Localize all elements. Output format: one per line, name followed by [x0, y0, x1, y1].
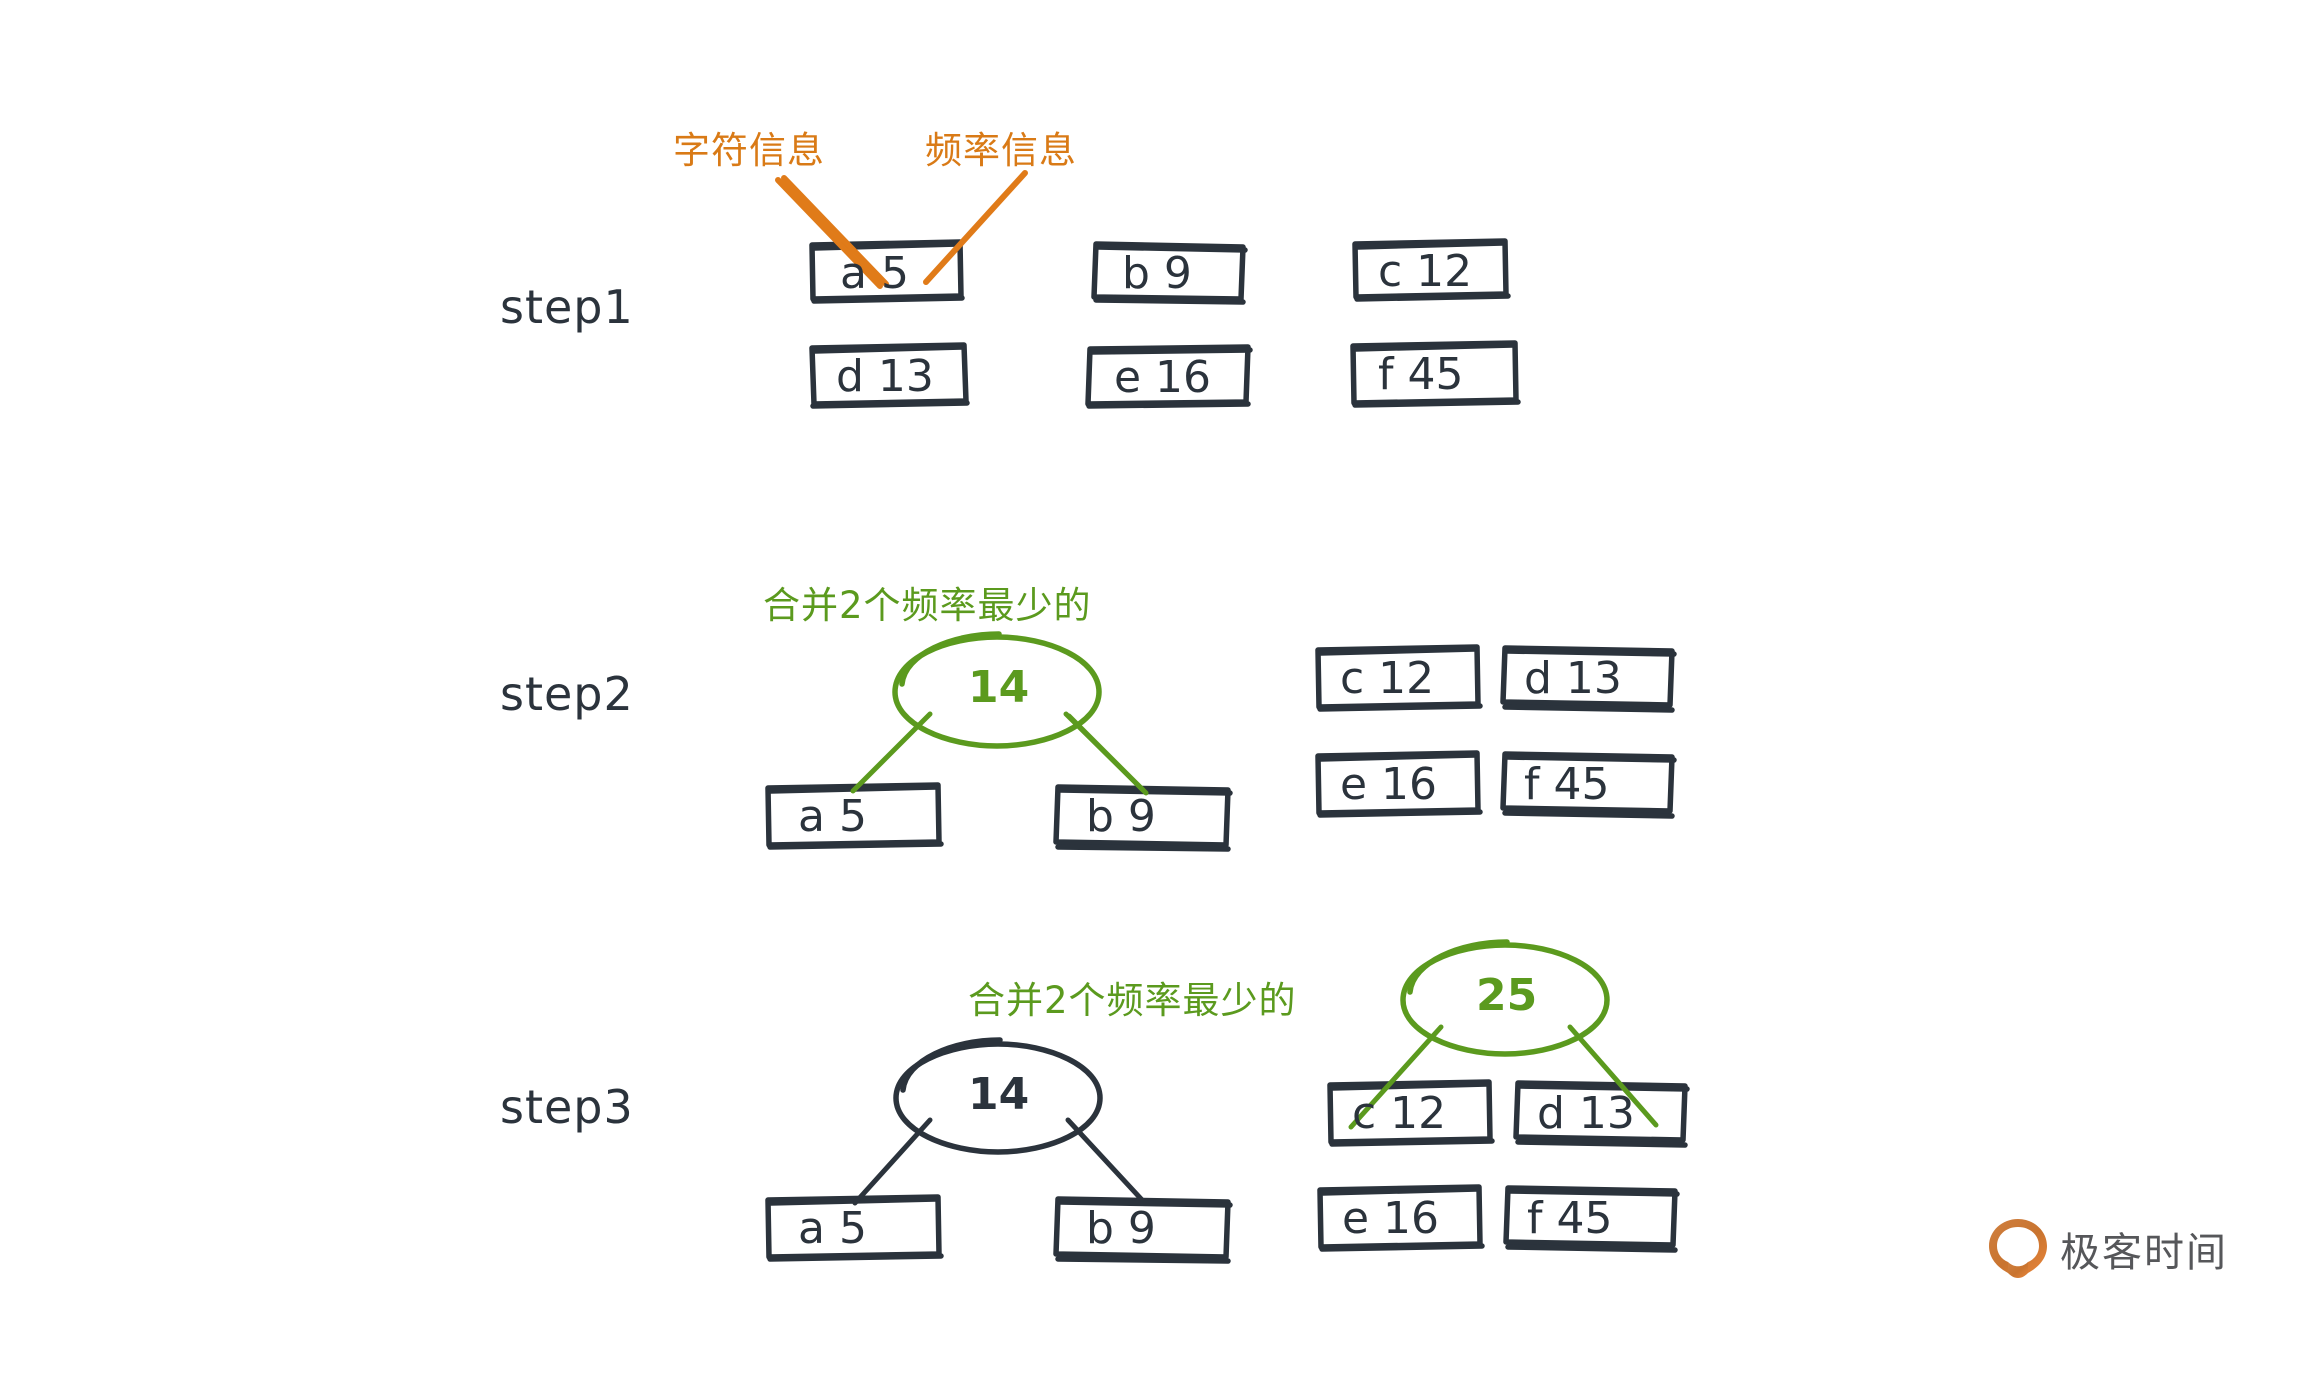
edge-step2-14-to-a	[850, 711, 933, 794]
step-label-3: step3	[500, 1080, 634, 1134]
leaf-box-step2-b: b 9	[1086, 791, 1156, 842]
brand-name: 极客时间	[2060, 1230, 2228, 1276]
leaf-box-step1-e: e 16	[1114, 352, 1212, 403]
step-label-1: step1	[500, 280, 634, 334]
brand-logo: 极客时间	[1988, 1218, 2228, 1280]
annotation-freq-info: 频率信息	[925, 129, 1077, 172]
annotation-char-info: 字符信息	[673, 129, 825, 172]
geektime-pin-icon	[1989, 1219, 2047, 1278]
leaf-box-step2-e: e 16	[1340, 759, 1438, 810]
leaf-box-step3-b: b 9	[1086, 1203, 1156, 1254]
leaf-box-step1-d: d 13	[836, 351, 934, 402]
leaf-box-step2-d: d 13	[1524, 653, 1622, 704]
annotation-merge-step3: 合并2个频率最少的	[968, 979, 1297, 1022]
leaf-box-step3-c: c 12	[1352, 1088, 1447, 1139]
leaf-box-step2-c: c 12	[1340, 653, 1435, 704]
leaf-box-step2-f: f 45	[1524, 759, 1610, 810]
internal-node-step2-14: 14	[968, 662, 1030, 713]
edge-step3-14-to-a	[852, 1117, 933, 1206]
step-label-2: step2	[500, 667, 634, 721]
leaf-box-step2-a: a 5	[798, 791, 867, 842]
leaf-box-step1-c: c 12	[1378, 246, 1473, 297]
internal-node-step3-14: 14	[968, 1069, 1030, 1120]
edge-step2-14-to-b	[1063, 711, 1149, 796]
leaf-box-step3-e: e 16	[1342, 1193, 1440, 1244]
leaf-box-step3-a: a 5	[798, 1203, 867, 1254]
internal-node-step3-25: 25	[1476, 970, 1538, 1021]
leaf-box-step1-b: b 9	[1122, 248, 1192, 299]
pointer-line-freq-info	[923, 170, 1028, 285]
leaf-box-step3-f: f 45	[1527, 1193, 1613, 1244]
annotation-merge-step2: 合并2个频率最少的	[763, 584, 1092, 627]
edge-step3-14-to-b	[1065, 1117, 1147, 1205]
leaf-box-step1-a: a 5	[840, 248, 909, 299]
leaf-box-step1-f: f 45	[1378, 349, 1464, 400]
leaf-box-step3-d: d 13	[1537, 1088, 1635, 1139]
